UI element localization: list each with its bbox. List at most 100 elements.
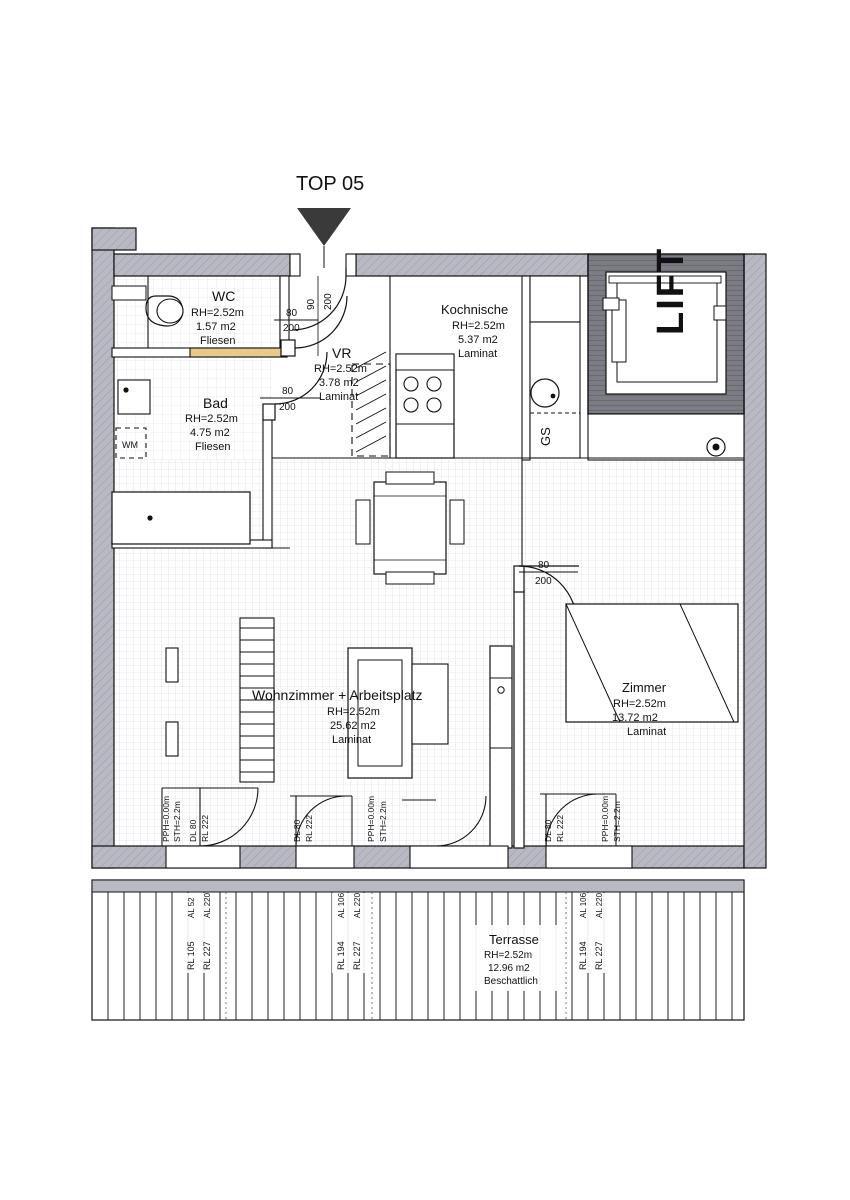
- vr-area: 3.78 m2: [319, 377, 359, 389]
- wohnzimmer-floor-upper: [290, 458, 522, 466]
- wc-fixtures: [111, 276, 184, 348]
- bad-door-height: 200: [279, 402, 296, 413]
- window-anno-2-rl: RL 222: [304, 815, 314, 842]
- lobby-fixture-dot-icon: [712, 443, 720, 451]
- window-arc-4: [545, 793, 599, 847]
- stove-burner-2-icon: [426, 376, 442, 392]
- terrace-anno-backing-1: [182, 893, 216, 973]
- bad-area: 4.75 m2: [190, 427, 230, 439]
- bed-fold-line-2: [679, 603, 735, 723]
- window-anno-3-pph: PPH=0.00m: [366, 796, 376, 842]
- zimmer-floor-type: Laminat: [627, 726, 666, 738]
- wall-right-outer: [743, 253, 767, 869]
- wc-labels: WC RH=2.52m 1.57 m2 Fliesen: [191, 288, 244, 347]
- terrace-anno-2-al: AL 220: [203, 892, 212, 918]
- kochnische-area: 5.37 m2: [458, 334, 498, 346]
- terrace-annotations: RL 105 AL 52 RL 227 AL 220 RL 194 AL 106…: [182, 892, 608, 973]
- terrace-anno-4-al: AL 220: [353, 892, 362, 918]
- dishwasher-label: GS: [538, 427, 553, 446]
- zimmer-room-name: Zimmer: [622, 680, 667, 695]
- kochnische-room-name: Kochnische: [441, 302, 508, 317]
- kochnische-group: ✳ GS Kochnische RH=2.52m 5.37 m2 Laminat: [395, 275, 581, 459]
- terrace-anno-3-al: AL 106: [337, 892, 346, 918]
- lift-label: LIFT: [650, 247, 692, 335]
- wc-door-width: 80: [286, 308, 298, 319]
- window-arc-2: [295, 795, 347, 847]
- kitchen-sink-drain-icon: [550, 393, 556, 399]
- vr-room-name: VR: [332, 345, 351, 361]
- window-anno-5-pph: PPH=0.00m: [600, 796, 610, 842]
- wc-floor-type: Fliesen: [200, 335, 235, 347]
- bed: [565, 603, 739, 723]
- terrace-door-opening-1: [165, 845, 241, 869]
- dining-chair-right: [449, 499, 465, 545]
- dining-chair-left: [355, 499, 371, 545]
- terrace-anno-3-rl: RL 194: [336, 941, 346, 970]
- bad-ceiling-height: RH=2.52m: [185, 413, 238, 425]
- side-cabinet: [411, 663, 449, 745]
- window-anno-4-rl: RL 222: [555, 815, 565, 842]
- bad-floor-type: Fliesen: [195, 441, 230, 453]
- toilet-bowl-icon: [156, 298, 184, 324]
- bathtub-drain-icon: [147, 515, 153, 521]
- kochnische-floor-type: Laminat: [458, 348, 497, 360]
- terrace-anno-1-rl: RL 105: [186, 941, 196, 970]
- terrace-anno-5-rl: RL 194: [578, 941, 588, 970]
- wall-kochnische-right: [521, 275, 531, 461]
- wall-top-a: [113, 253, 291, 277]
- wc-door-height: 200: [283, 323, 300, 334]
- wall-left-outer: [91, 227, 115, 869]
- stove-burner-1-icon: [403, 376, 419, 392]
- vr-floor: [290, 276, 390, 458]
- window-anno-1-sth: STH=2.2m: [172, 801, 182, 842]
- upper-right-floor: [522, 460, 744, 590]
- toilet-cistern-icon: [111, 285, 147, 301]
- page-title: TOP 05: [296, 173, 364, 195]
- entry-door-jamb-right: [345, 253, 357, 277]
- bad-door-jamb: [262, 403, 276, 421]
- lift-cabin-inner: [616, 281, 718, 383]
- lift-guide-rail: [602, 297, 620, 311]
- unit-title-group: TOP 05: [296, 173, 364, 268]
- terrace-anno-1-al: AL 52: [187, 897, 196, 918]
- wc-ceiling-height: RH=2.52m: [191, 307, 244, 319]
- sink-icon: [117, 379, 151, 415]
- window-anno-3-sth: STH=2.2m: [378, 801, 388, 842]
- dining-chair-bottom: [385, 571, 435, 585]
- wohnzimmer-floor-type: Laminat: [332, 734, 371, 746]
- bad-door-width: 80: [282, 386, 294, 397]
- entry-door-height: 200: [323, 293, 334, 310]
- window-anno-5-sth: STH=2.2m: [612, 801, 622, 842]
- left-window-reveal-1: [165, 647, 179, 683]
- terrace-door-opening-4: [545, 845, 633, 869]
- unit-pointer-triangle: [297, 208, 351, 246]
- wall-wc-bad-highlight: [189, 347, 288, 358]
- window-annotations: PPH=0.00m STH=2.2m DL 80 RL 222 DL 80 RL…: [161, 796, 622, 842]
- terrace-door-opening-3: [409, 845, 509, 869]
- washing-machine-icon: [115, 427, 147, 459]
- bottom-openings: [165, 845, 633, 869]
- corridor-wardrobe-handle-icon: [497, 686, 505, 694]
- vr-group: VR RH=2.52m 3.78 m2 Laminat: [314, 345, 391, 457]
- wohnzimmer-area: 25.62 m2: [330, 720, 376, 732]
- zimmer-door-width: 80: [538, 560, 550, 571]
- door-dimensions: 90 200 80 200 80 200 80 200: [260, 276, 578, 587]
- wall-bad-right: [262, 417, 273, 549]
- terrace-anno-6-rl: RL 227: [594, 941, 604, 970]
- terrace-label-backing: [474, 925, 564, 991]
- bathtub-icon: [111, 491, 251, 545]
- bad-door-arc: [274, 351, 328, 405]
- terrace-guides: [225, 892, 567, 1020]
- wall-zimmer-door-jamb: [513, 565, 525, 593]
- corridor-wardrobe: [489, 645, 513, 849]
- wc-door-jamb: [280, 339, 296, 357]
- window-anno-2-dl: DL 80: [292, 819, 302, 842]
- vr-ceiling-height: RH=2.52m: [314, 363, 367, 375]
- sofa-cushions: [357, 659, 403, 767]
- wohnzimmer-room-name: Wohnzimmer + Arbeitsplatz: [252, 687, 423, 703]
- lift-button-panel: [713, 305, 727, 321]
- window-arc-1: [199, 787, 259, 847]
- kitchen-sink-icon: [530, 378, 560, 408]
